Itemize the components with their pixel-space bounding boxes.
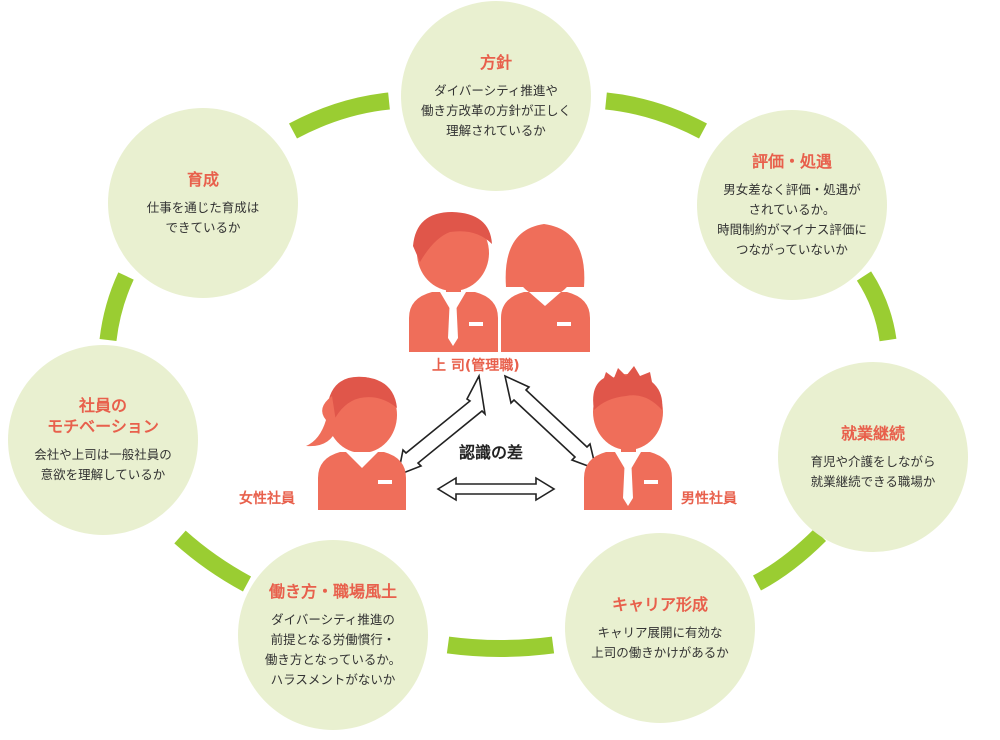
- node-evaluation-line-2: されているか。: [748, 201, 836, 217]
- boss-female-icon: [501, 224, 590, 352]
- female-employee-label: 女性社員: [239, 491, 295, 507]
- ring-segment-work-career: [752, 528, 827, 591]
- node-policy-line-3: 理解されているか: [446, 122, 546, 138]
- ring-segment-style-motiv: [174, 530, 252, 592]
- node-work-style-culture-line-3: 働き方となっているか。: [264, 651, 402, 667]
- female-employee-icon: [306, 376, 406, 510]
- node-work-style-culture: 働き方・職場風土 ダイバーシティ推進の 前提となる労働慣行・ 働き方となっている…: [238, 540, 428, 730]
- perception-gap-label: 認識の差: [459, 443, 524, 462]
- node-career-development-line-2: 上司の働きかけがあるか: [591, 644, 729, 660]
- node-work-style-culture-title: 働き方・職場風土: [268, 581, 397, 601]
- boss-male-icon: [409, 212, 498, 352]
- ring-segment-growth-policy: [289, 92, 390, 139]
- node-development: 育成 仕事を通じた育成は できているか: [108, 108, 298, 298]
- node-career-development-line-1: キャリア展開に有効な: [597, 624, 723, 640]
- node-continued-employment-line-2: 就業継続できる職場か: [810, 473, 936, 489]
- node-work-style-culture-line-1: ダイバーシティ推進の: [271, 611, 395, 627]
- arrow-female-male: [436, 476, 556, 502]
- node-policy-title: 方針: [479, 52, 512, 72]
- male-employee-icon: [584, 366, 672, 510]
- ring-segment-motiv-growth: [99, 272, 134, 342]
- gap-arrows: [396, 373, 598, 502]
- node-development-line-1: 仕事を通じた育成は: [146, 199, 260, 215]
- ring-segment-eval-work: [856, 271, 897, 342]
- male-employee-label: 男性社員: [681, 491, 737, 507]
- node-work-style-culture-line-2: 前提となる労働慣行・: [270, 631, 396, 647]
- node-motivation: 社員の モチベーション 会社や上司は一般社員の 意欲を理解しているか: [8, 345, 198, 535]
- cycle-ring: [99, 92, 897, 657]
- ring-segment-policy-eval: [605, 92, 707, 139]
- node-continued-employment-line-1: 育児や介護をしながら: [810, 453, 936, 469]
- node-policy: 方針 ダイバーシティ推進や 働き方改革の方針が正しく 理解されているか: [401, 1, 591, 191]
- node-work-style-culture-line-4: ハラスメントがないか: [270, 671, 396, 687]
- node-evaluation-line-3: 時間制約がマイナス評価に: [717, 221, 867, 237]
- node-motivation-title-1: 社員の: [78, 396, 127, 415]
- node-continued-employment-title: 就業継続: [840, 423, 905, 443]
- node-policy-line-2: 働き方改革の方針が正しく: [420, 102, 571, 118]
- node-evaluation-line-1: 男女差なく評価・処遇が: [723, 181, 861, 197]
- node-policy-line-1: ダイバーシティ推進や: [434, 82, 558, 98]
- node-evaluation-title: 評価・処遇: [751, 151, 832, 171]
- node-continued-employment: 就業継続 育児や介護をしながら 就業継続できる職場か: [778, 362, 968, 552]
- node-development-line-2: できているか: [165, 219, 241, 235]
- node-motivation-title-2: モチベーション: [47, 417, 159, 436]
- ring-segment-career-style: [446, 636, 555, 657]
- node-motivation-line-2: 意欲を理解しているか: [40, 467, 166, 482]
- node-development-title: 育成: [186, 169, 219, 189]
- node-career-development-title: キャリア形成: [611, 594, 708, 614]
- node-motivation-line-1: 会社や上司は一般社員の: [34, 447, 172, 462]
- node-career-development: キャリア形成 キャリア展開に有効な 上司の働きかけがあるか: [565, 533, 755, 723]
- node-evaluation: 評価・処遇 男女差なく評価・処遇が されているか。 時間制約がマイナス評価に つ…: [697, 110, 887, 300]
- node-evaluation-line-4: つながっていないか: [736, 241, 848, 257]
- boss-label: 上 司(管理職): [432, 358, 520, 374]
